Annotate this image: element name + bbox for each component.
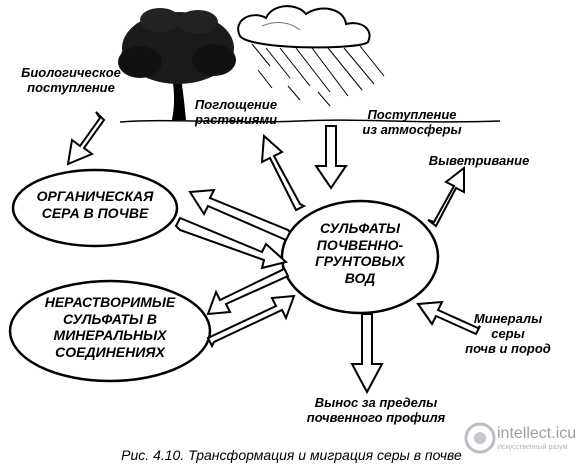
label-removal: Вынос за пределы почвенного профиля [306, 395, 446, 425]
label-plant-uptake: Поглощение растениями [194, 97, 278, 127]
arrow-atmospheric-input [314, 125, 348, 190]
watermark-logo-icon [464, 422, 496, 454]
watermark-tagline: Искусственный разум [497, 444, 568, 451]
organic-sulfur-label: ОРГАНИЧЕСКАЯ СЕРА В ПОЧВЕ [36, 188, 154, 221]
arrow-sulfates-to-organic [188, 188, 292, 242]
label-weathering: Выветривание [428, 153, 530, 168]
figure-caption: Рис. 4.10. Трансформация и миграция серы… [121, 447, 462, 463]
ground-line [119, 119, 501, 123]
soil-water-sulfates-label: СУЛЬФАТЫ ПОЧВЕННО- ГРУНТОВЫХ ВОД [315, 220, 405, 286]
soil-water-sulfates-node [280, 199, 440, 315]
arrow-insoluble-to-sulfates [206, 294, 296, 349]
arrow-sulfates-to-insoluble [206, 266, 290, 316]
arrow-biological-input [66, 111, 106, 166]
insoluble-sulfates-node [8, 279, 212, 383]
arrow-removal [350, 313, 384, 395]
cloud-icon [237, 5, 371, 49]
arrow-organic-to-sulfates [174, 216, 289, 270]
insoluble-sulfates-label: НЕРАСТВОРИМЫЕ СУЛЬФАТЫ В МИНЕРАЛЬНЫХ СОЕ… [44, 294, 176, 360]
arrow-weathering [427, 165, 465, 228]
arrow-plant-uptake [260, 133, 307, 212]
label-minerals: Минералы серы почв и пород [465, 311, 551, 356]
rain-icon [251, 43, 385, 107]
watermark-brand: intellect.icu [497, 425, 577, 442]
arrow-minerals [416, 300, 481, 336]
organic-sulfur-node [11, 168, 179, 248]
tree-icon [118, 8, 236, 120]
label-atmospheric-input: Поступление из атмосферы [362, 107, 462, 137]
label-biological-input: Биологическое поступление [21, 65, 121, 95]
